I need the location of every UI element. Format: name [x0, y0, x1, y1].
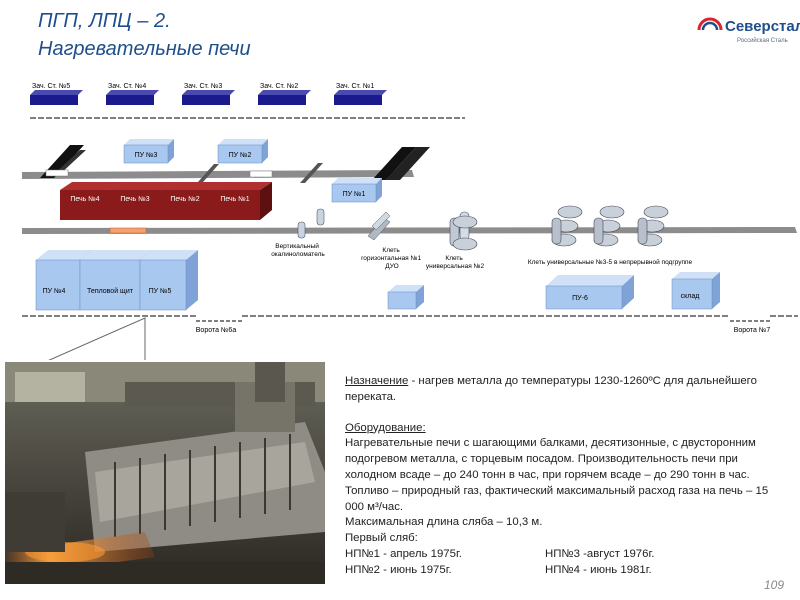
equipment-label: Оборудование: — [345, 421, 426, 434]
continuous-group-stands — [551, 205, 669, 247]
warehouse: склад — [671, 272, 720, 310]
grinding-station: Зач. Ст. №4 — [106, 83, 159, 105]
slab-marker — [249, 170, 273, 178]
info-panel: Назначение - нагрев металла до температу… — [345, 374, 785, 579]
grinding-station-label: Зач. Ст. №3 — [184, 83, 222, 90]
furnace-label: Печь №2 — [170, 196, 199, 203]
slide-title-line1: ПГП, ЛПЦ – 2. — [38, 10, 171, 32]
grinding-station-label: Зач. Ст. №4 — [108, 83, 146, 90]
date-np2: НП№2 - июнь 1975г. — [345, 563, 452, 576]
pu-top-2: ПУ №2 — [217, 139, 268, 164]
pusher-right — [372, 147, 416, 180]
slide-title-line2: Нагревательные печи — [38, 38, 251, 60]
gate-7-label: Ворота №7 — [734, 327, 771, 334]
purpose-text: - нагрев металла до температуры 1230-126… — [345, 375, 757, 403]
purpose-label: Назначение — [345, 375, 409, 387]
page-number: 109 — [763, 578, 784, 592]
vertical-edger — [297, 208, 325, 239]
pu6-label: ПУ-6 — [572, 295, 588, 302]
pu-label: ПУ №2 — [229, 152, 252, 159]
continuous-group-label: Клеть универсальные №3-5 в непрерывной п… — [528, 258, 693, 266]
furnace-label: Печь №4 — [70, 196, 99, 203]
slab-marker — [45, 169, 69, 177]
grinding-station: Зач. Ст. №3 — [182, 83, 235, 105]
pu-top-1: ПУ №1 — [331, 178, 382, 203]
max-length: Максимальная длина сляба – 10,3 м. — [345, 516, 543, 529]
grinding-stations: Зач. Ст. №5 Зач. Ст. №4 Зач. Ст. №3 Зач.… — [30, 83, 387, 105]
dates-row-2: НП№2 - июнь 1975г. НП№4 - июнь 1981г. — [345, 563, 785, 579]
furnace-label: Печь №1 — [220, 196, 249, 203]
gate-6a-label: Ворота №6а — [196, 327, 237, 334]
date-np1: НП№1 - апрель 1975г. — [345, 547, 462, 560]
grinding-station: Зач. Ст. №2 — [258, 83, 311, 105]
severstal-logo: Северсталь Российская Сталь — [695, 16, 800, 52]
logo-name: Северсталь — [725, 18, 800, 35]
vertical-edger-label: Вертикальный окалиноломатель — [271, 242, 325, 258]
warehouse-label: склад — [681, 293, 700, 300]
pu-label: ПУ №3 — [135, 152, 158, 159]
pu-6: ПУ-6 — [545, 275, 634, 310]
heat-shield-label: Тепловой щит — [87, 287, 134, 295]
callout-pointer — [48, 317, 146, 360]
universal-stand-label: Клеть универсальная №2 — [426, 255, 485, 270]
slab-marker-hot — [109, 227, 147, 234]
grinding-station-label: Зач. Ст. №5 — [32, 83, 70, 90]
grinding-station-label: Зач. Ст. №2 — [260, 83, 298, 90]
plant-layout-diagram: Зач. Ст. №5 Зач. Ст. №4 Зач. Ст. №3 Зач.… — [22, 83, 798, 360]
upper-roller-table — [22, 170, 414, 179]
pu-bottom-5: ПУ №5 — [139, 250, 198, 311]
horizontal-stand — [367, 211, 391, 241]
equipment-text: Нагревательные печи с шагающими балками,… — [345, 437, 769, 513]
horizontal-stand-label: Клеть горизонтальная №1 ДУО — [361, 247, 423, 270]
pu-label: ПУ №1 — [343, 191, 366, 198]
furnaces: Печь №4 Печь №3 Печь №2 Печь №1 — [60, 182, 272, 220]
grinding-station-label: Зач. Ст. №1 — [336, 83, 374, 90]
date-np4: НП№4 - июнь 1981г. — [545, 563, 652, 576]
small-cube — [387, 285, 424, 310]
severstal-logo-icon — [697, 17, 723, 31]
grinding-station: Зач. Ст. №5 — [30, 83, 83, 105]
pu-top-3: ПУ №3 — [123, 139, 174, 164]
wall-line-bottom — [22, 315, 798, 322]
universal-stand — [449, 211, 478, 251]
furnace-photo — [5, 362, 325, 584]
grinding-station: Зач. Ст. №1 — [334, 83, 387, 105]
pu-label: ПУ №4 — [43, 288, 66, 295]
logo-subtitle: Российская Сталь — [737, 38, 788, 44]
furnace-1: Печь №1 — [210, 182, 272, 220]
pu-label: ПУ №5 — [149, 288, 172, 295]
first-slab-label: Первый сляб: — [345, 532, 418, 545]
date-np3: НП№3 -август 1976г. — [545, 547, 655, 560]
furnace-label: Печь №3 — [120, 196, 149, 203]
dates-row-1: НП№1 - апрель 1975г. НП№3 -август 1976г. — [345, 547, 785, 563]
